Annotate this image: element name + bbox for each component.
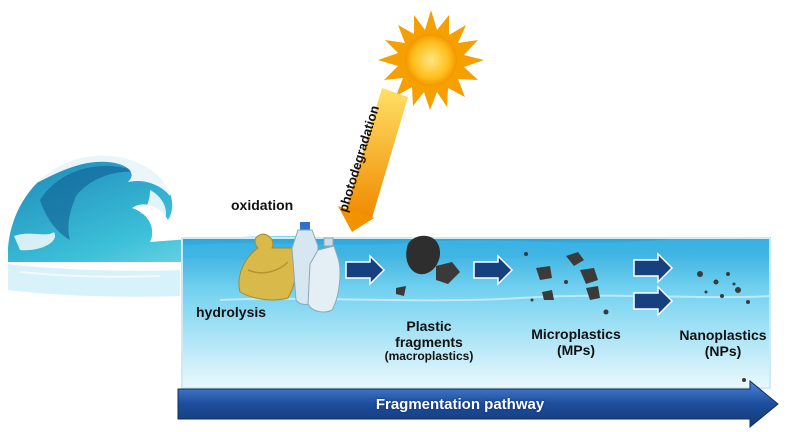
plastic-bottle-icon (291, 222, 341, 313)
oxidation-label: oxidation (231, 197, 294, 213)
fragmentation-pathway-label: Fragmentation pathway (375, 396, 545, 413)
sun-icon (378, 10, 484, 110)
nanoplastic-particles (697, 271, 750, 382)
microplastics-line1: Microplastics (531, 326, 621, 342)
step-arrow-icon (345, 252, 674, 317)
nanoplastics-label: Nanoplastics (NPs) (668, 327, 778, 359)
plastic-fragments-line3: (macroplastics) (384, 349, 474, 364)
nanoplastics-line1: Nanoplastics (679, 327, 767, 343)
plastic-fragments-line1: Plastic (406, 318, 452, 334)
plastic-bag-icon (238, 233, 299, 301)
photodegradation-beam (338, 88, 408, 232)
plastic-fragments-line2: fragments (395, 334, 463, 351)
microplastic-particles (524, 252, 609, 315)
hydrolysis-label: hydrolysis (196, 304, 267, 320)
fragmentation-pathway-arrow (177, 379, 779, 429)
macroplastic-fragments (396, 235, 460, 296)
nanoplastics-line2: (NPs) (704, 343, 742, 360)
plastic-fragments-label: Plastic fragments (macroplastics) (366, 318, 492, 364)
microplastics-label: Microplastics (MPs) (520, 326, 632, 358)
wave-icon (8, 153, 300, 297)
microplastics-line2: (MPs) (556, 342, 596, 359)
